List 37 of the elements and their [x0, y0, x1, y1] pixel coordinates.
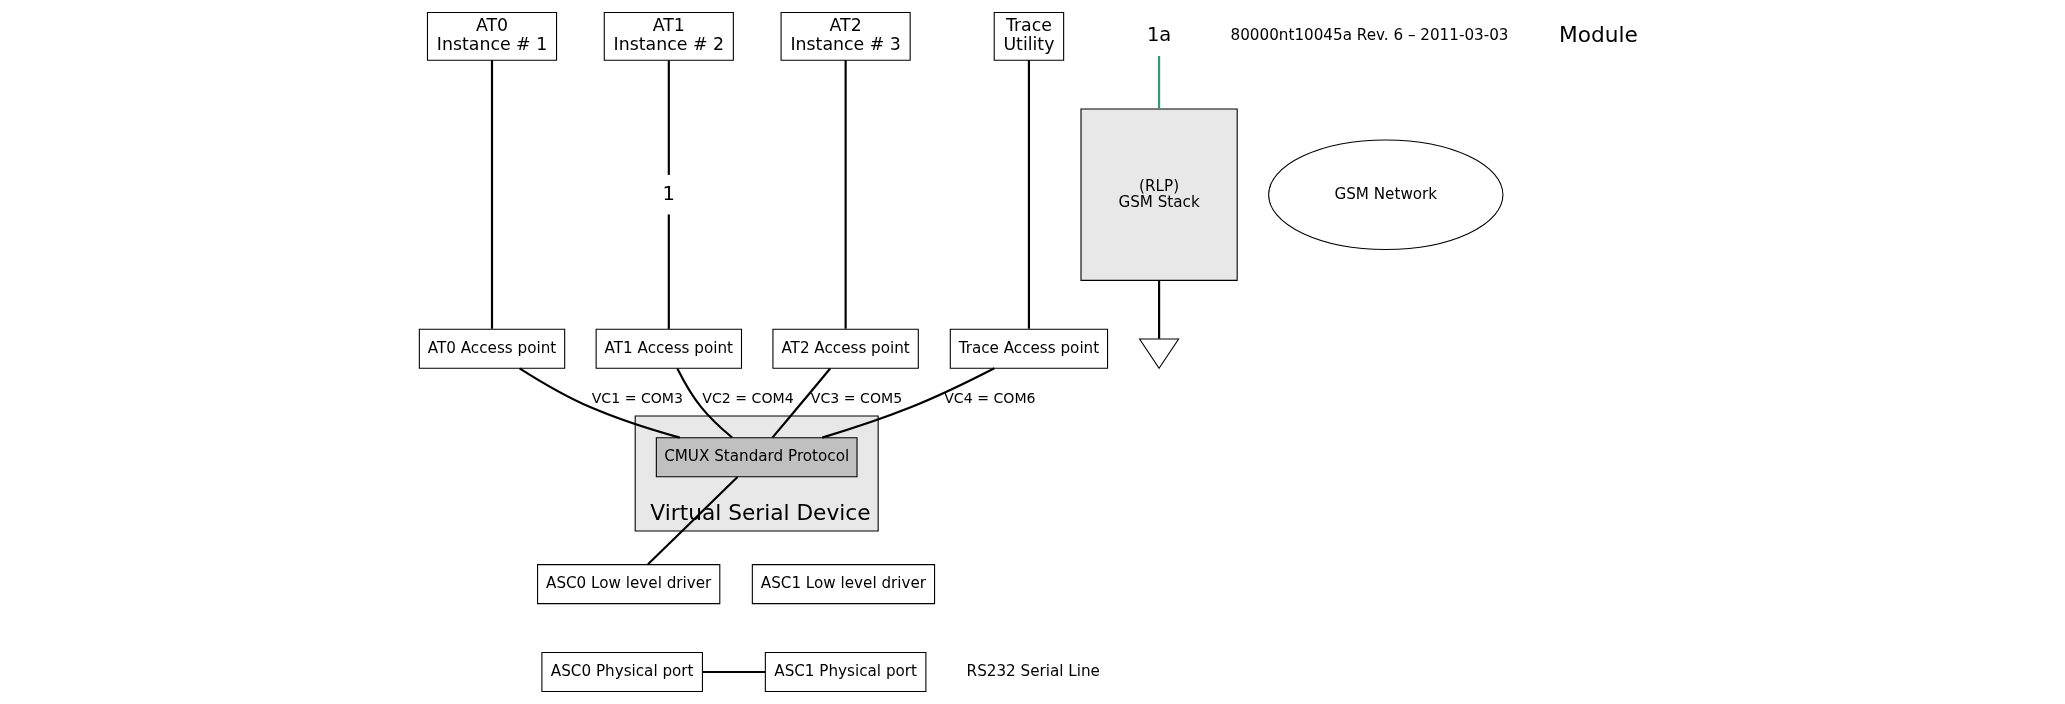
connector — [821, 367, 995, 439]
connector — [1157, 55, 1160, 109]
edge-label: VC3 = COM5 — [810, 390, 902, 407]
node-box: AT2 Access point — [771, 328, 919, 369]
connector — [667, 60, 670, 175]
connector — [701, 670, 765, 674]
node-box: AT0 Instance # 1 — [426, 11, 557, 61]
node-box: Trace Access point — [949, 328, 1108, 369]
edge-label: VC2 = COM4 — [701, 390, 794, 407]
node-box: ASC1 Low level driver — [751, 564, 935, 605]
connector — [518, 367, 680, 439]
connector — [490, 60, 493, 329]
node-ellipse: GSM Network — [1267, 139, 1503, 251]
connector — [1157, 280, 1160, 339]
node-antenna — [1138, 338, 1180, 370]
node-box: AT2 Instance # 3 — [780, 11, 911, 61]
label: 80000nt10045a Rev. 6 – 2011-03-03 — [1230, 26, 1508, 45]
edge-label: VC1 = COM3 — [591, 390, 683, 407]
connector — [667, 214, 670, 329]
node-text: 1a — [1146, 23, 1171, 47]
node-text: 1 — [662, 181, 675, 205]
node-box: ASC0 Low level driver — [536, 564, 720, 605]
node-box: AT1 Instance # 2 — [603, 11, 734, 61]
node-box: AT1 Access point — [595, 328, 742, 369]
connector — [771, 367, 831, 439]
label: Module — [1558, 21, 1638, 47]
connector — [1027, 60, 1030, 329]
label: RS232 Serial Line — [966, 662, 1100, 680]
connector — [844, 60, 847, 329]
node-box: ASC1 Physical port — [764, 651, 926, 693]
node-box: (RLP) GSM Stack — [1079, 108, 1238, 281]
node-box: CMUX Standard Protocol — [655, 437, 858, 478]
node-box: ASC0 Physical port — [540, 651, 703, 693]
node-box: AT0 Access point — [418, 328, 565, 369]
node-box: Trace Utility — [993, 11, 1064, 61]
connector — [675, 367, 733, 439]
edge-label: VC4 = COM6 — [943, 390, 1036, 407]
